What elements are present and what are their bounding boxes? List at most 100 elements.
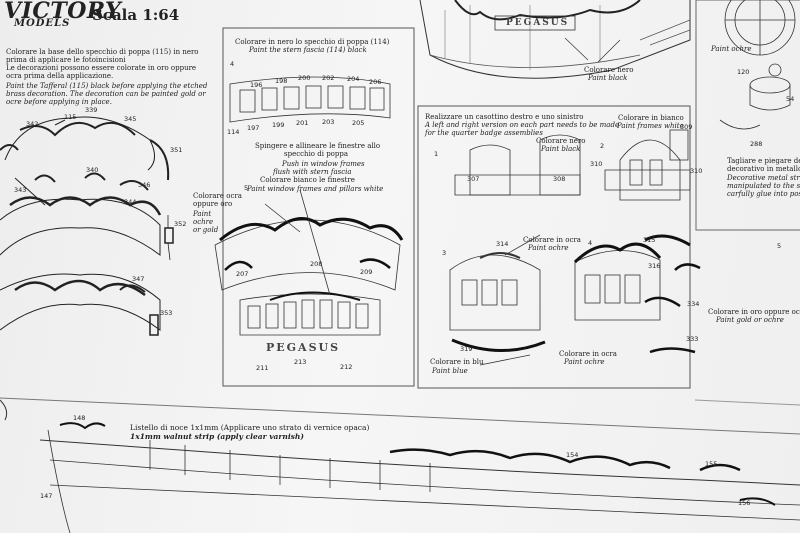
- paint-black-italian: Colorare nero: [584, 66, 634, 74]
- push-english: Push in window frames: [282, 160, 365, 168]
- part-number: 333: [686, 335, 699, 343]
- ochre2-english: Paint ochre: [564, 358, 605, 366]
- part-number: 205: [352, 119, 365, 127]
- part-number: 288: [750, 140, 763, 148]
- part-number: 114: [227, 128, 240, 136]
- part-number: 202: [322, 74, 335, 82]
- part-number: 334: [687, 300, 700, 308]
- ochre-italian: oppure oro: [193, 200, 233, 208]
- left-instruction-line: Le decorazioni possono essere colorate i…: [6, 64, 197, 72]
- bend-italian: Tagliare e piegare delic: [727, 157, 800, 165]
- part-number: 211: [256, 364, 269, 372]
- part-number: 199: [272, 121, 285, 129]
- part-number: 346: [138, 181, 151, 189]
- black-english: Paint black: [541, 145, 581, 153]
- part-number: 314: [496, 240, 509, 248]
- quarter-badge-english: for the quarter badge assemblies: [425, 129, 543, 137]
- ochre-english: ochre: [193, 218, 214, 226]
- part-number: 342: [26, 120, 39, 128]
- part-number: 203: [322, 118, 335, 126]
- black-italian: Colorare nero: [536, 137, 586, 145]
- quarter-badge-english: A left and right version on each part ne…: [425, 121, 620, 129]
- step4-english: Paint the stern fascia (114) black: [249, 46, 367, 54]
- paint-black-english: Paint black: [588, 74, 628, 82]
- part-number: 353: [160, 309, 173, 317]
- left-instruction-line: Paint the Tafferal (115) black before ap…: [6, 82, 208, 90]
- left-instruction-line: ocre before applying in place.: [6, 98, 112, 106]
- part-number: 212: [340, 363, 353, 371]
- part-number: 207: [236, 270, 249, 278]
- part-number: 343: [14, 186, 27, 194]
- walnut-strip-italian: Listello di noce 1x1mm (Applicare uno st…: [130, 423, 370, 432]
- step-number: 4: [230, 60, 235, 68]
- part-number: 209: [360, 268, 373, 276]
- part-number: 319: [460, 345, 473, 353]
- part-number: 347: [132, 275, 145, 283]
- part-number: 344: [124, 198, 137, 206]
- part-number: 309: [680, 123, 693, 131]
- left-instruction-line: prima di applicare le fotoincisioni: [6, 56, 126, 64]
- gold-italian: Colorare in oro oppure ocra: [708, 308, 800, 316]
- step4-italian: Colorare in nero lo specchio di poppa (1…: [235, 38, 390, 46]
- part-number: 197: [247, 124, 260, 132]
- stern-nameplate: PEGASUS: [506, 18, 570, 28]
- step-number: 2: [600, 142, 605, 150]
- paint-white-italian: Colorare bianco le finestre: [260, 176, 355, 184]
- part-number: 316: [648, 262, 661, 270]
- ochre-english: Paint: [193, 210, 212, 218]
- blue-italian: Colorare in blu: [430, 358, 484, 366]
- scale-label: Scala 1:64: [92, 6, 180, 24]
- bend-english: Decorative metal strip: [727, 174, 800, 182]
- part-number: 200: [298, 74, 311, 82]
- bend-italian: decorativo in metallo e: [727, 165, 800, 173]
- left-instruction-line: brass decoration. The decoration can be …: [6, 90, 206, 98]
- gold-english: Paint gold or ochre: [716, 316, 784, 324]
- step-number: 5: [777, 242, 782, 250]
- part-number: 206: [369, 78, 382, 86]
- white-italian: Colorare in bianco: [618, 114, 684, 122]
- brand-subtitle: MODELS: [14, 18, 71, 29]
- part-number: 345: [124, 115, 137, 123]
- part-number: 54: [786, 95, 795, 103]
- part-number: 204: [347, 75, 360, 83]
- step-number: 5: [244, 184, 249, 192]
- part-number: 198: [275, 77, 288, 85]
- push-english: flush with stern fascia: [273, 168, 352, 176]
- quarter-badge-italian: Realizzare un casottino destro e uno sin…: [425, 113, 584, 121]
- push-italian: specchio di poppa: [284, 150, 349, 158]
- blue-english: Paint blue: [432, 367, 468, 375]
- left-instruction-line: ocra prima della applicazione.: [6, 72, 114, 80]
- part-number: 201: [296, 119, 309, 127]
- part-number: 308: [553, 175, 566, 183]
- step-number: 3: [442, 249, 447, 257]
- paint-white-english: Paint window frames and pillars white: [247, 185, 384, 193]
- part-number: 147: [40, 492, 53, 500]
- white-english: Paint frames white: [617, 122, 684, 130]
- part-number: 156: [738, 499, 751, 507]
- part-number: 208: [310, 260, 323, 268]
- bend-english: manipulated to the sh: [727, 182, 800, 190]
- part-number: 148: [73, 414, 86, 422]
- part-number: 351: [170, 146, 183, 154]
- ochre-english: Paint ochre: [528, 244, 569, 252]
- part-number: 339: [85, 106, 98, 114]
- part-number: 155: [705, 460, 718, 468]
- brand-logo: VICTORY: [4, 0, 122, 24]
- part-number: 213: [294, 358, 307, 366]
- part-number: 115: [64, 113, 77, 121]
- part-number: 154: [566, 451, 579, 459]
- paint-ochre-label: Paint ochre: [711, 45, 752, 53]
- ochre-italian: Colorare ocra: [193, 192, 242, 200]
- push-italian: Spingere e allineare le finestre allo: [255, 142, 381, 150]
- walnut-strip-english: 1x1mm walnut strip (apply clear varnish): [130, 432, 304, 441]
- part-number: 120: [737, 68, 750, 76]
- ochre-english: or gold: [193, 226, 219, 234]
- part-number: 196: [250, 81, 263, 89]
- part-number: 310: [590, 160, 603, 168]
- bend-english: carfully glue into pos: [727, 190, 800, 198]
- part-number: 307: [467, 175, 480, 183]
- part-number: 340: [86, 166, 99, 174]
- left-instruction-line: Colorare la base dello specchio di poppa…: [6, 48, 199, 56]
